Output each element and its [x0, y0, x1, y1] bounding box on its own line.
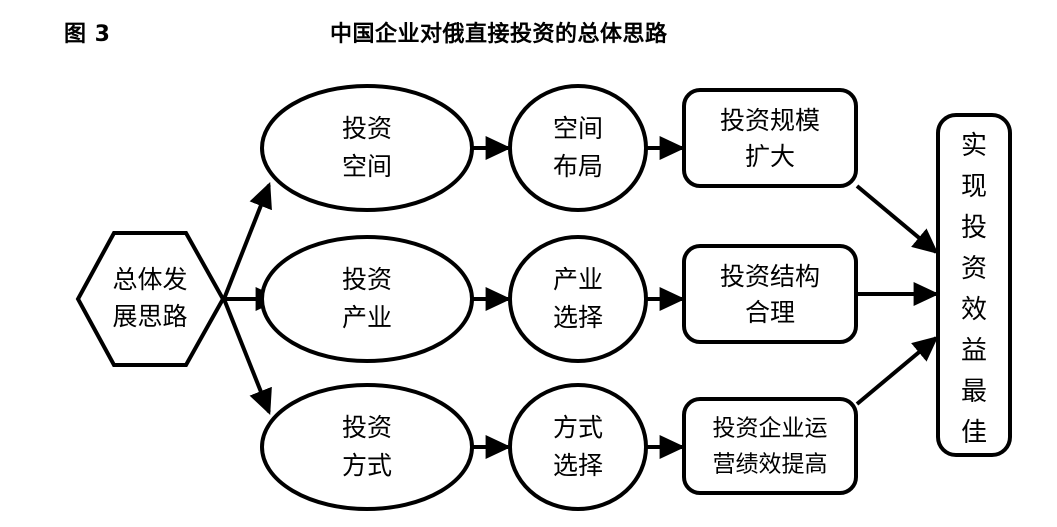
- stage3-row3-line-1: 投资企业运: [713, 416, 828, 442]
- stage3-row1-line-1: 投资规模: [720, 106, 820, 135]
- outcome-char-1: 现: [961, 172, 987, 202]
- outcome-char-2: 投: [961, 213, 987, 243]
- circle-shape: [508, 84, 648, 212]
- stage1-row3-line-1: 投资: [342, 413, 392, 442]
- node-stage2-row1-circle[interactable]: 空间 布局: [508, 84, 648, 212]
- circle-shape: [508, 383, 648, 511]
- rounded-rect-vertical-shape: [936, 113, 1012, 457]
- circle-shape: [508, 235, 648, 363]
- edge-source-to-row1: [222, 182, 272, 300]
- stage2-row3-line-2: 选择: [553, 451, 603, 480]
- stage2-row1-line-1: 空间: [553, 114, 603, 143]
- ellipse-shape: [260, 383, 474, 511]
- edges-group: [222, 136, 940, 459]
- stage3-row2-line-1: 投资结构: [720, 262, 820, 291]
- node-stage1-row2-ellipse[interactable]: 投资 产业: [260, 235, 474, 363]
- node-stage3-row3-rect[interactable]: 投资企业运 营绩效提高: [682, 397, 858, 495]
- node-stage3-row1-rect[interactable]: 投资规模 扩大: [682, 88, 858, 188]
- outcome-char-5: 益: [961, 336, 987, 366]
- node-stage2-row2-circle[interactable]: 产业 选择: [508, 235, 648, 363]
- rounded-rect-shape: [682, 88, 858, 188]
- stage1-row2-line-1: 投资: [342, 265, 392, 294]
- node-source-hexagon[interactable]: 总体发 展思路: [75, 231, 226, 367]
- outcome-char-7: 佳: [961, 418, 987, 448]
- ellipse-shape: [260, 235, 474, 363]
- stage1-row2-line-2: 产业: [342, 303, 392, 332]
- node-stage2-row3-circle[interactable]: 方式 选择: [508, 383, 648, 511]
- outcome-char-4: 效: [961, 295, 987, 325]
- outcome-char-6: 最: [961, 377, 987, 407]
- node-stage1-row1-ellipse[interactable]: 投资 空间: [260, 84, 474, 212]
- figure-label: 图 3: [64, 22, 111, 47]
- rounded-rect-shape: [682, 397, 858, 495]
- stage2-row2-line-1: 产业: [553, 265, 603, 294]
- stage1-row1-line-1: 投资: [342, 114, 392, 143]
- ellipse-shape: [260, 84, 474, 212]
- edge-source-to-row3: [222, 298, 272, 415]
- edge-row3-rect-to-outcome: [855, 335, 939, 406]
- stage2-row2-line-2: 选择: [553, 303, 603, 332]
- node-stage3-row2-rect[interactable]: 投资结构 合理: [682, 244, 858, 344]
- node-stage1-row3-ellipse[interactable]: 投资 方式: [260, 383, 474, 511]
- stage3-row1-line-2: 扩大: [745, 142, 795, 171]
- stage3-row3-line-2: 营绩效提高: [713, 452, 828, 478]
- stage2-row3-line-1: 方式: [553, 413, 603, 442]
- source-line-1: 总体发: [112, 265, 187, 294]
- rounded-rect-shape: [682, 244, 858, 344]
- stage1-row3-line-2: 方式: [342, 451, 392, 480]
- stage2-row1-line-2: 布局: [553, 152, 603, 181]
- figure-title: 中国企业对俄直接投资的总体思路: [330, 22, 668, 47]
- outcome-char-0: 实: [961, 131, 987, 161]
- stage3-row2-line-2: 合理: [745, 298, 795, 327]
- outcome-char-3: 资: [961, 254, 987, 284]
- edge-row1-rect-to-outcome: [855, 184, 939, 255]
- source-line-2: 展思路: [112, 302, 187, 331]
- stage1-row1-line-2: 空间: [342, 152, 392, 181]
- node-outcome-box[interactable]: 实 现 投 资 效 益 最 佳: [936, 113, 1012, 457]
- hexagon-shape: [75, 231, 226, 367]
